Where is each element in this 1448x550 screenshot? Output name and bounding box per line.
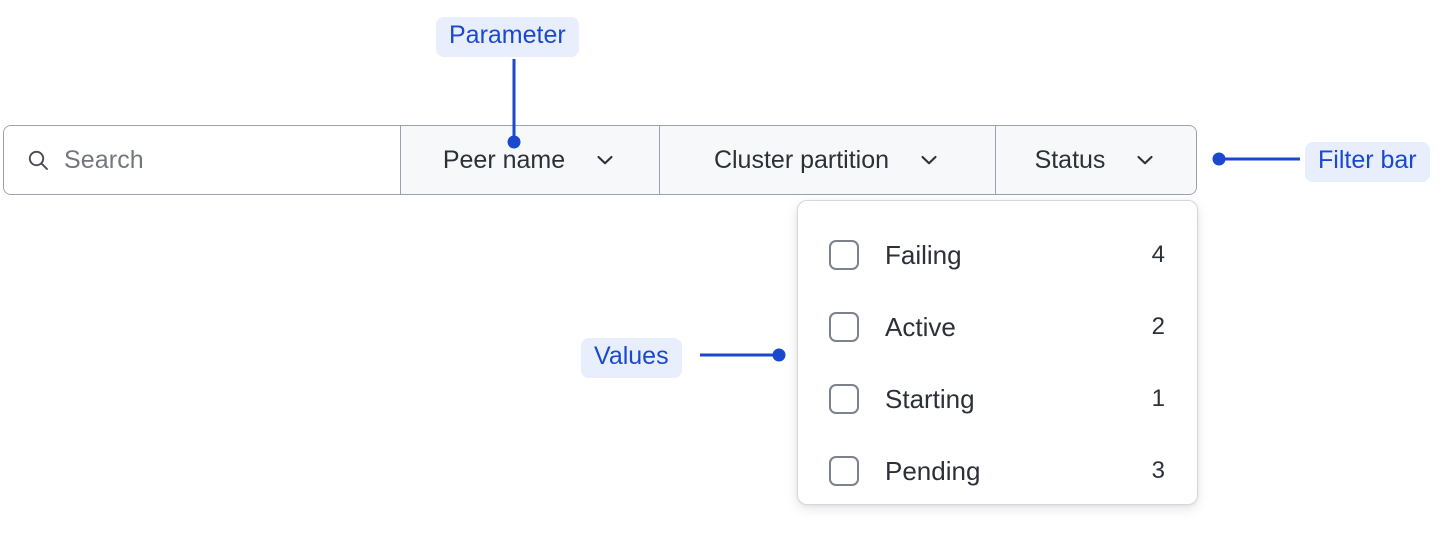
checkbox-failing[interactable]	[829, 240, 859, 270]
dropdown-option-count: 1	[1151, 385, 1165, 412]
search-field[interactable]: Search	[4, 126, 401, 194]
filter-status[interactable]: Status	[996, 126, 1196, 194]
dropdown-option-label: Active	[885, 311, 956, 342]
annotation-label-filter-bar: Filter bar	[1305, 142, 1430, 182]
dropdown-option-row[interactable]: Active 2	[798, 291, 1197, 363]
search-input-placeholder[interactable]: Search	[64, 145, 144, 174]
chevron-down-icon	[1137, 155, 1153, 165]
annotation-label-parameter: Parameter	[436, 17, 579, 57]
filter-peer-name-label: Peer name	[442, 145, 566, 174]
filter-cluster-partition-label: Cluster partition	[713, 145, 890, 174]
dropdown-option-count: 2	[1151, 313, 1165, 340]
leader-dot-filter-bar	[1212, 152, 1226, 166]
filter-bar: Search Peer name Cluster partition Statu…	[3, 125, 1197, 195]
status-dropdown-panel: Failing 4 Active 2 Starting 1 Pending 3	[797, 200, 1198, 505]
dropdown-option-row[interactable]: Starting 1	[798, 363, 1197, 435]
dropdown-option-label: Pending	[885, 455, 981, 486]
dropdown-option-count: 4	[1151, 241, 1165, 268]
dropdown-option-label: Starting	[885, 383, 975, 414]
dropdown-option-label: Failing	[885, 239, 962, 270]
chevron-down-icon	[921, 155, 937, 165]
chevron-down-icon	[597, 155, 613, 165]
filter-peer-name[interactable]: Peer name	[401, 126, 660, 194]
checkbox-active[interactable]	[829, 312, 859, 342]
dropdown-option-count: 3	[1151, 457, 1165, 484]
filter-cluster-partition[interactable]: Cluster partition	[660, 126, 996, 194]
search-icon	[28, 150, 48, 170]
dropdown-option-row[interactable]: Pending 3	[798, 435, 1197, 507]
filter-status-label: Status	[1034, 145, 1106, 174]
leader-dot-values	[772, 348, 786, 362]
checkbox-pending[interactable]	[829, 456, 859, 486]
dropdown-option-row[interactable]: Failing 4	[798, 219, 1197, 291]
checkbox-starting[interactable]	[829, 384, 859, 414]
annotation-label-values: Values	[581, 338, 682, 378]
